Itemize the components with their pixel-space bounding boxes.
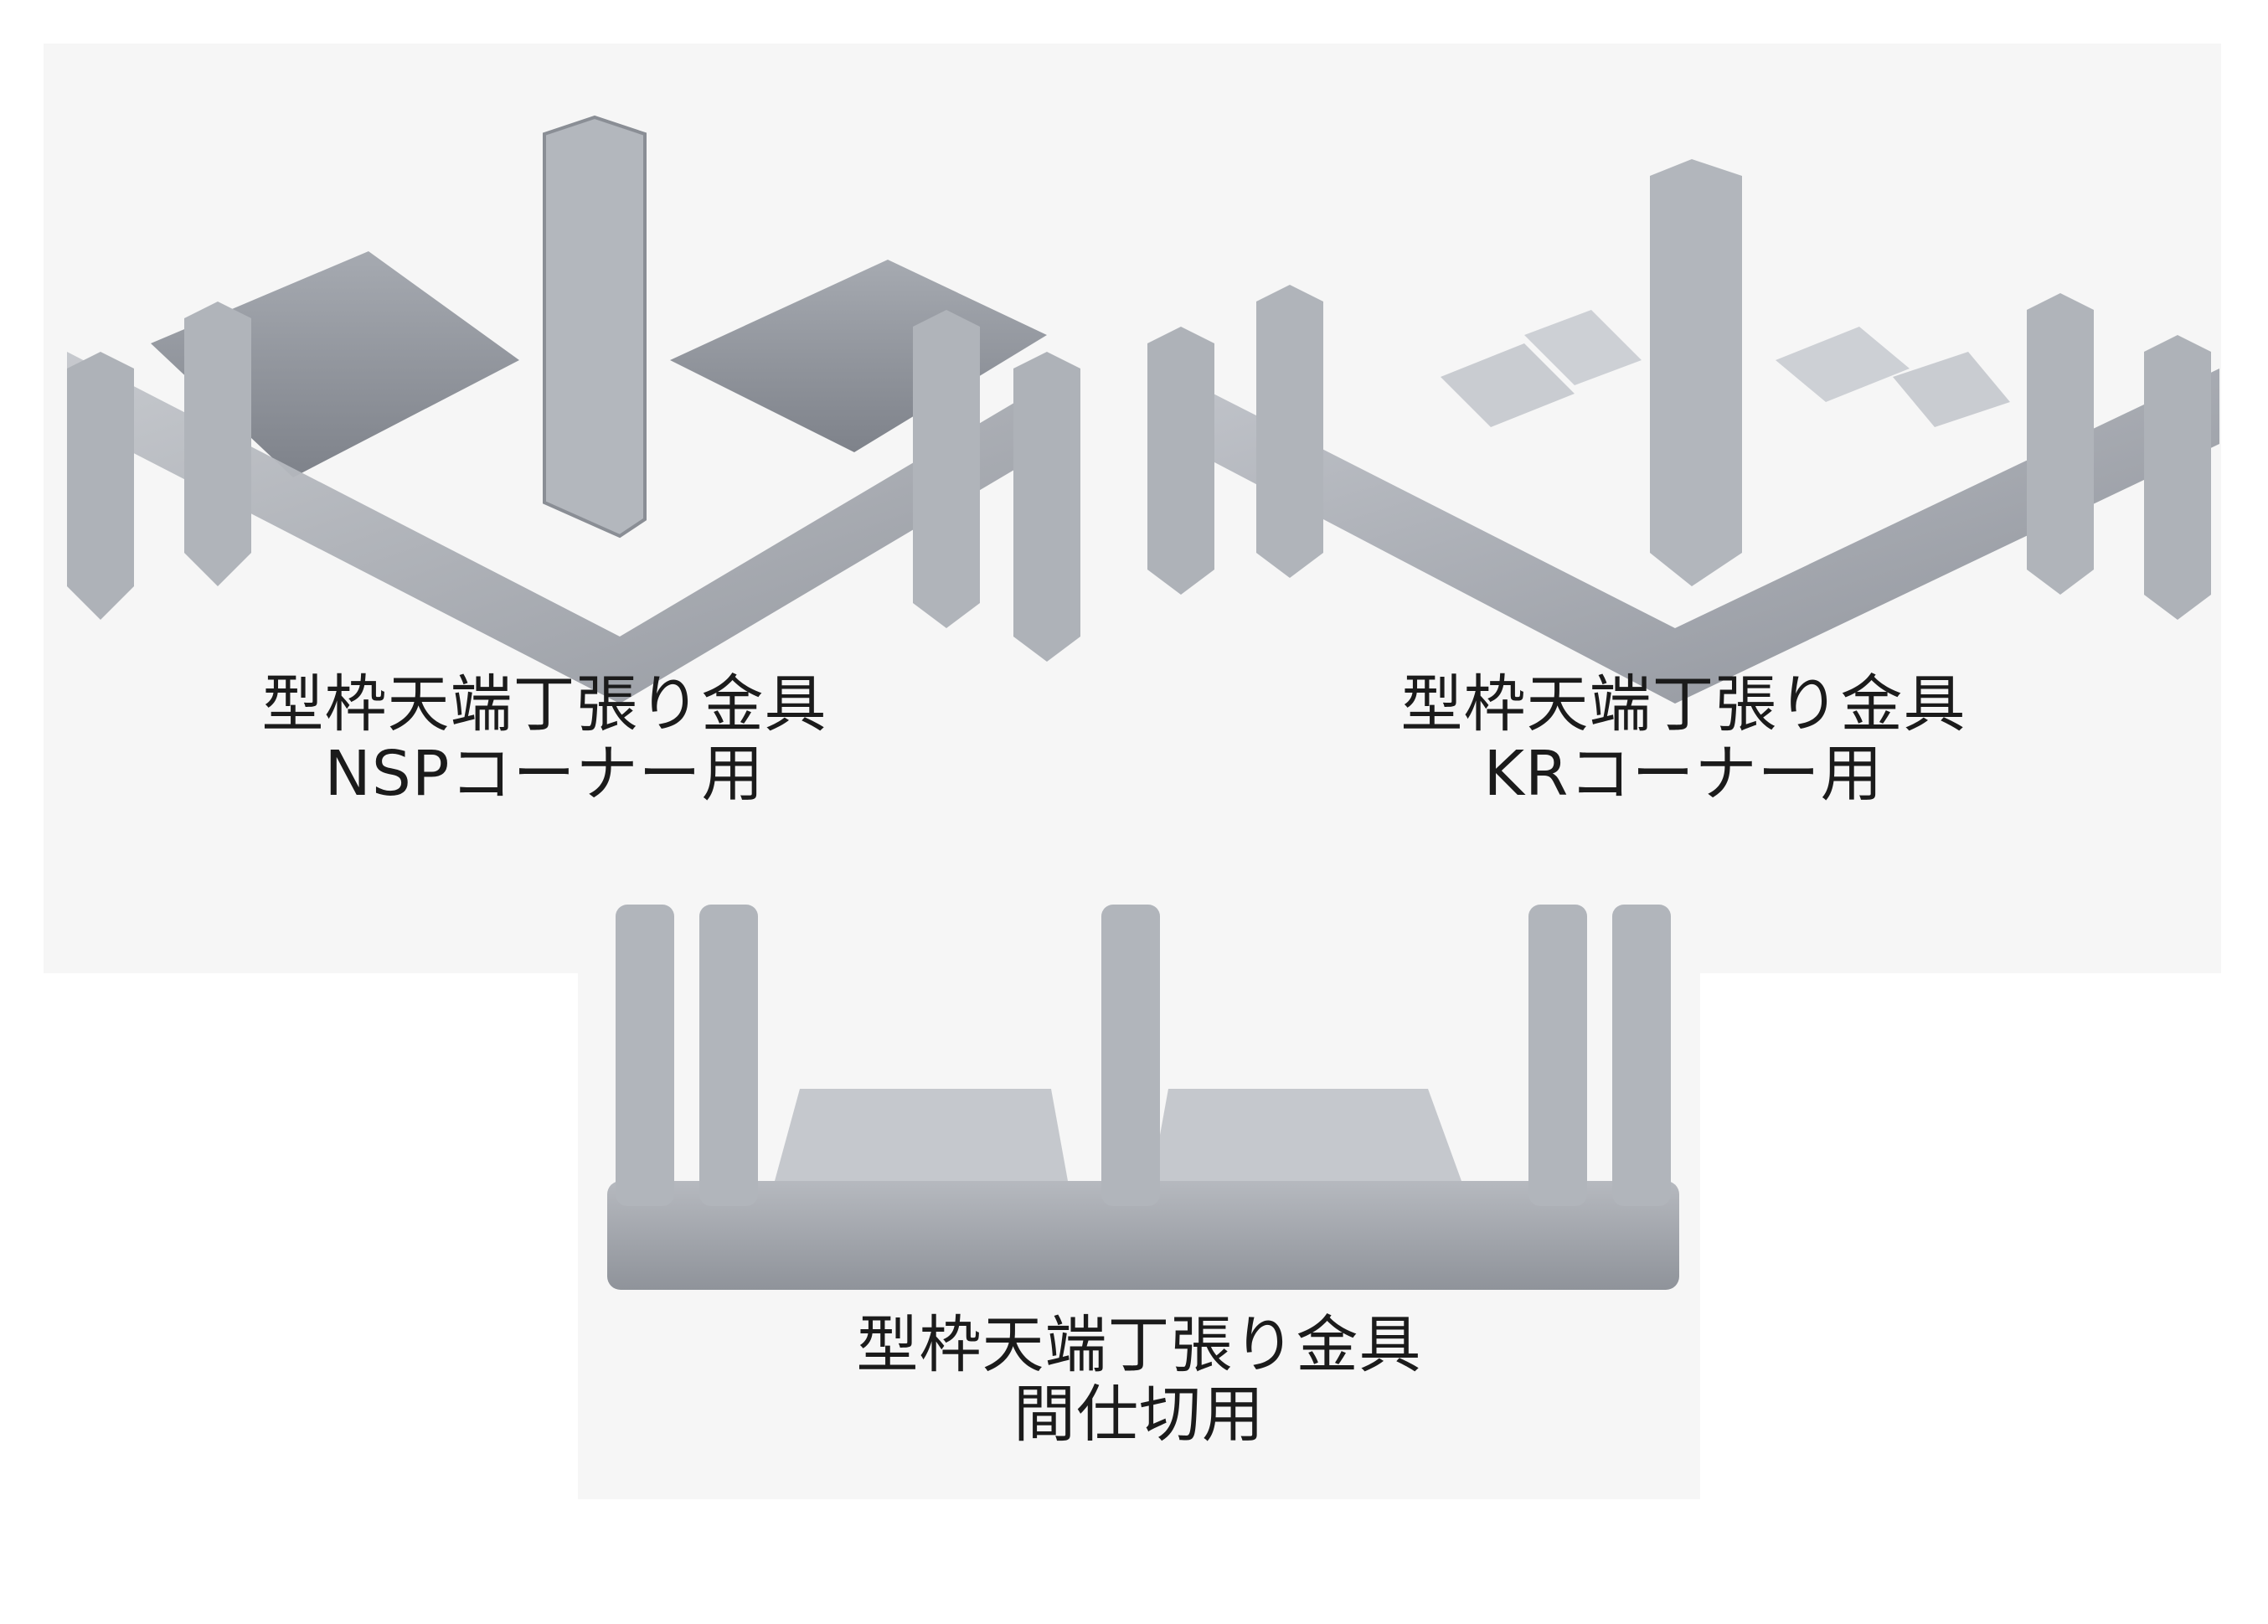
kr-caption-type: KRコーナー用 xyxy=(1483,737,1884,810)
partition-bracket-image xyxy=(607,905,1679,1290)
partition-caption-title: 型枠天端丁張り金具 xyxy=(856,1309,1422,1381)
nsp-caption-type: NSPコーナー用 xyxy=(324,737,765,810)
nsp-corner-bracket-image xyxy=(67,115,1080,704)
kr-corner-bracket-image xyxy=(1147,159,2219,704)
nsp-caption-title: 型枠天端丁張り金具 xyxy=(261,668,827,740)
kr-caption-title: 型枠天端丁張り金具 xyxy=(1400,668,1966,740)
nsp-caption: 型枠天端丁張り金具 NSPコーナー用 xyxy=(168,670,921,809)
partition-caption: 型枠天端丁張り金具 間仕切用 xyxy=(762,1311,1516,1450)
kr-caption: 型枠天端丁張り金具 KRコーナー用 xyxy=(1307,670,2060,809)
partition-caption-type: 間仕切用 xyxy=(1013,1378,1265,1451)
